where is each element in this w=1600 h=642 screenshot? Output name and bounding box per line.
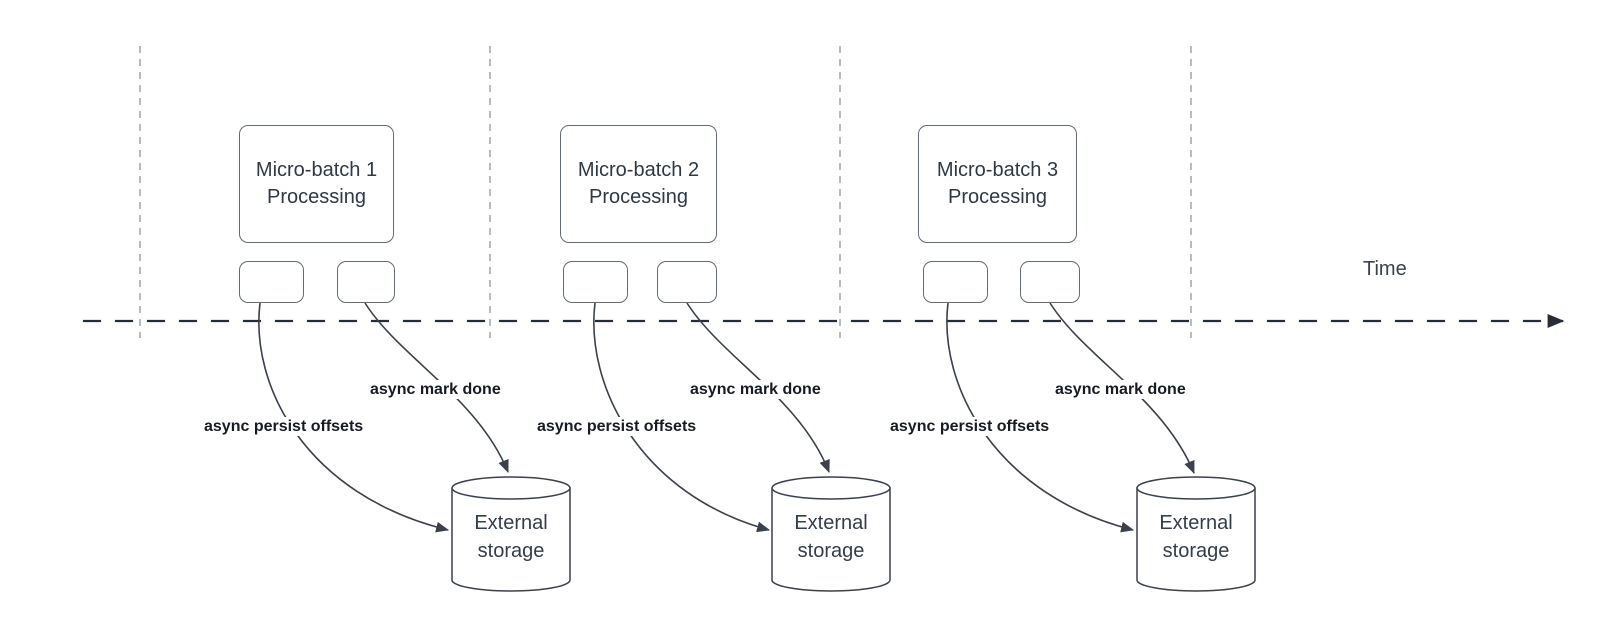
persist-offsets-label-1: async persist offsets (202, 417, 366, 436)
storage-cylinder-1 (451, 476, 571, 592)
mark-done-task-box-2 (657, 261, 717, 303)
micro-batch-3-processing-box: Micro-batch 3 Processing (918, 125, 1077, 243)
mark-done-label-3: async mark done (1053, 380, 1188, 399)
persist-offsets-label-2: async persist offsets (535, 417, 699, 436)
persist-offsets-task-box-2 (563, 261, 628, 303)
mark-done-label-2: async mark done (688, 380, 823, 399)
persist-offsets-label-3: async persist offsets (888, 417, 1052, 436)
time-label: Time (1363, 258, 1407, 280)
mark-done-task-box-3 (1020, 261, 1080, 303)
micro-batch-2-processing-box: Micro-batch 2 Processing (560, 125, 717, 243)
storage-label-1: External storage (474, 512, 548, 562)
storage-cylinder-3 (1136, 476, 1256, 592)
persist-offsets-task-box-3 (923, 261, 988, 303)
mark-done-task-box-1 (337, 261, 395, 303)
micro-batch-1-processing-box: Micro-batch 1 Processing (239, 125, 394, 243)
storage-cylinder-2 (771, 476, 891, 592)
storage-label-2: External storage (794, 512, 868, 562)
persist-offsets-task-box-1 (239, 261, 304, 303)
storage-label-3: External storage (1159, 512, 1233, 562)
mark-done-label-1: async mark done (368, 380, 503, 399)
